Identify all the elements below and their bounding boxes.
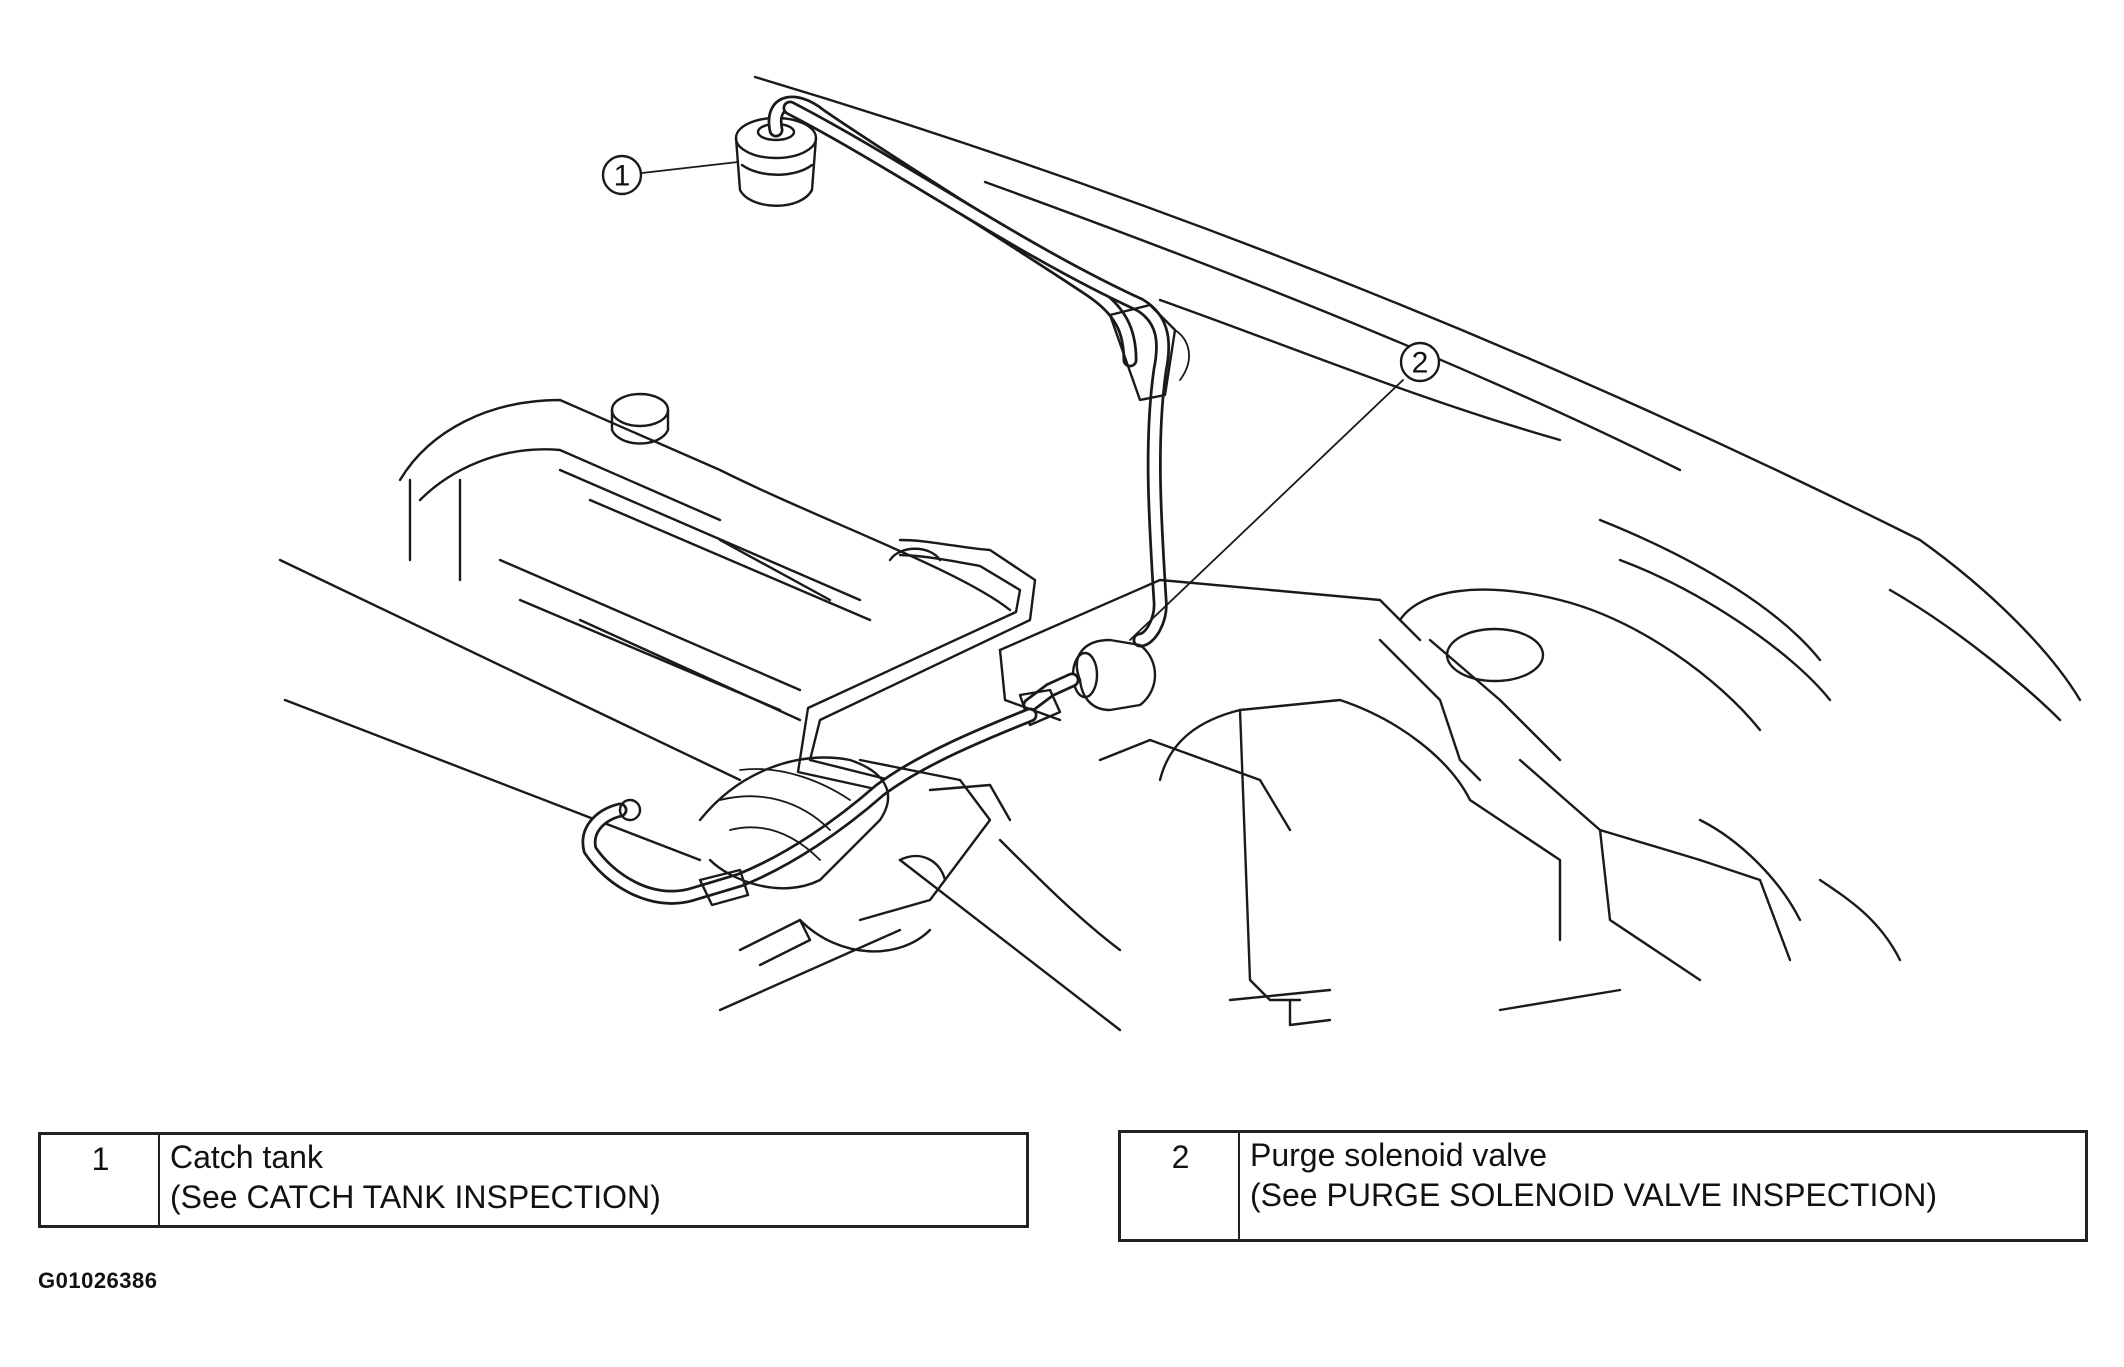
- front-lower-lines: [718, 918, 1622, 1027]
- air-cleaner-box: [898, 578, 1792, 1032]
- figure-id: G01026386: [38, 1268, 158, 1293]
- callout-number-2: 2: [1412, 347, 1429, 380]
- callout-1: 1: [601, 154, 643, 196]
- breather-tube: [796, 538, 1037, 792]
- legend-row: 1 Catch tank (See CATCH TANK INSPECTION): [38, 1132, 1029, 1228]
- legend-item-name: Catch tank: [170, 1139, 323, 1175]
- hood-outline: [753, 75, 2082, 722]
- purge-hose: [581, 707, 1038, 907]
- legend-row: 2 Purge solenoid valve (See PURGE SOLENO…: [1118, 1130, 2088, 1242]
- intake-assembly: [698, 756, 1012, 953]
- legend-item-reference: (See CATCH TANK INSPECTION): [170, 1179, 661, 1215]
- callout-number-1: 1: [614, 160, 631, 193]
- callout-leaders: [641, 161, 1404, 641]
- legend-description: Catch tank (See CATCH TANK INSPECTION): [158, 1132, 1029, 1228]
- legend-item-name: Purge solenoid valve: [1250, 1137, 1548, 1173]
- strut-tower: [1398, 558, 1902, 962]
- legend-table-1: 1 Catch tank (See CATCH TANK INSPECTION): [38, 1132, 1029, 1228]
- vapor-hoses: [767, 95, 1190, 648]
- legend-description: Purge solenoid valve (See PURGE SOLENOID…: [1238, 1130, 2088, 1242]
- legend-number: 2: [1118, 1130, 1240, 1242]
- legend-item-reference: (See PURGE SOLENOID VALVE INSPECTION): [1250, 1177, 1937, 1213]
- legend-table-2: 2 Purge solenoid valve (See PURGE SOLENO…: [1118, 1130, 2088, 1242]
- callout-2: 2: [1399, 341, 1441, 383]
- legend-number: 1: [38, 1132, 160, 1228]
- engine-head: [278, 392, 1012, 862]
- engine-bay-hose-diagram: 1 2: [278, 75, 2082, 1032]
